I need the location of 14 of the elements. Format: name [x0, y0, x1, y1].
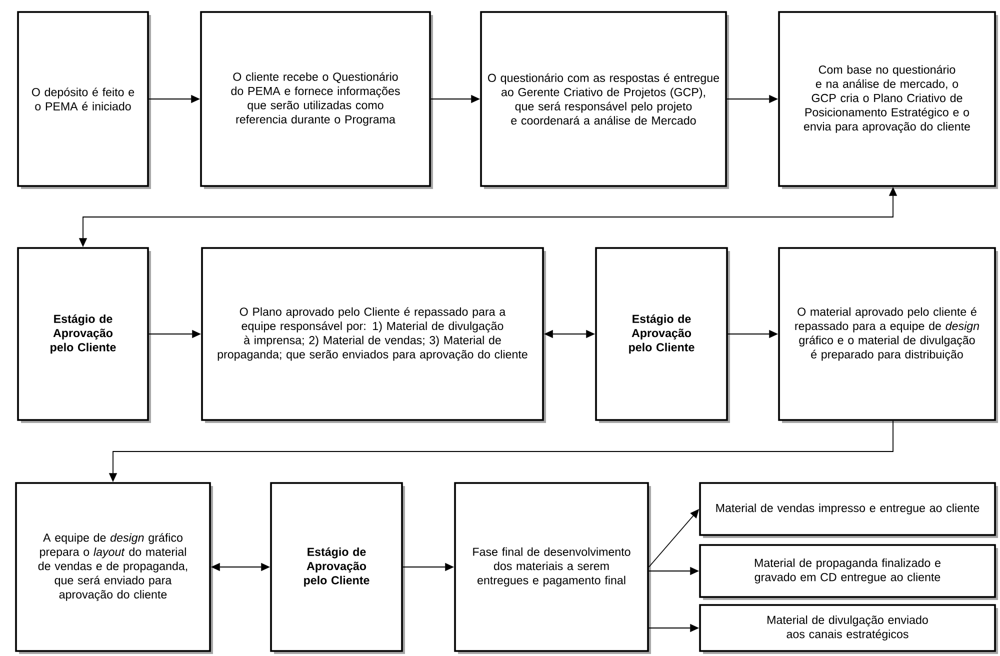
approval-box: Estágio de Aprovação pelo Cliente	[270, 482, 405, 654]
process-box: O Plano aprovado pelo Cliente é repassado para a equipe responsável por: 1) Material de divulgação à imprensa; 2) Material de vendas; 3) Material de propaganda; que serão enviados para aprovação do cliente	[201, 247, 546, 423]
output-box: Material de vendas impresso e entregue ao cliente	[699, 482, 998, 538]
process-box: A equipe de design gráfico prepara o layout do material de vendas e de propaganda, que será enviado para aprovação do cliente	[15, 482, 213, 654]
process-box: Com base no questionário e na análise de mercado, o GCP cria o Plano Criativo de Posicionamento Estratégico e o envia para aprovação do cliente	[778, 11, 998, 189]
process-box: O cliente recebe o Questionário do PEMA e fornece informações que serão utilizadas como referencia durante o Programa	[200, 11, 433, 189]
approval-box: Estágio de Aprovação pelo Cliente	[17, 247, 151, 423]
approval-box: Estágio de Aprovação pelo Cliente	[595, 247, 730, 423]
process-box: O material aprovado pelo cliente é repassado para a equipe de design gráfico e o material de divulgação é preparado para distribuição	[778, 247, 998, 423]
process-box: O questionário com as respostas é entregue ao Gerente Criativo de Projetos (GCP), que será responsável pelo projeto e coordenará a análise de Mercado	[480, 11, 729, 189]
process-box: Fase final de desenvolvimento dos materiais a serem entregues e pagamento final	[454, 482, 651, 654]
output-box: Material de divulgação enviado aos canais estratégicos	[699, 604, 998, 654]
process-box: O depósito é feito e o PEMA é iniciado	[17, 11, 151, 189]
output-box: Material de propaganda finalizado e gravado em CD entregue ao cliente	[699, 544, 998, 600]
